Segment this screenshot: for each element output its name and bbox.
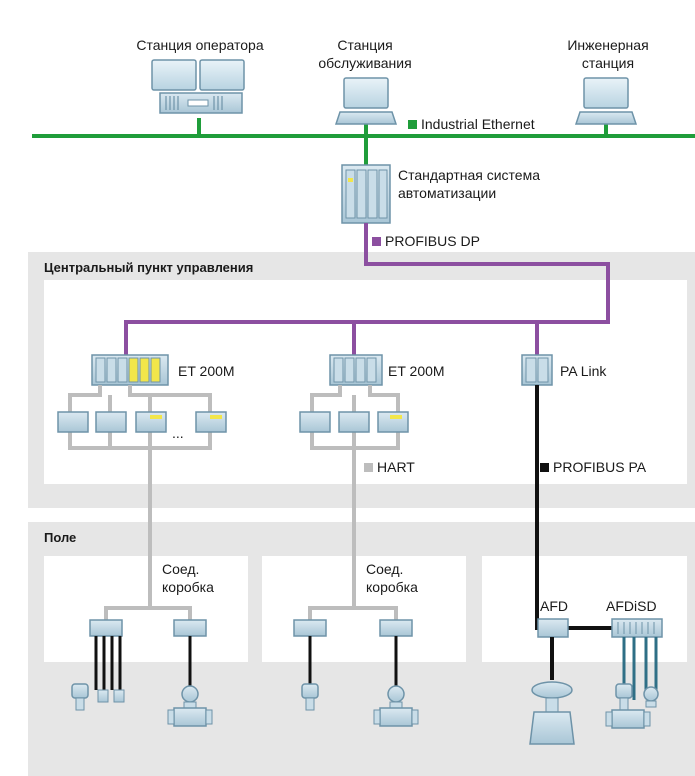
field-devices-panel2 (301, 683, 419, 727)
profibus-pa-label: PROFIBUS PA (553, 459, 647, 475)
io-modules-mid (299, 411, 409, 433)
automation-system-label: Стандартная система автоматизации (398, 166, 540, 202)
junction-box-1-line1: Соед. (162, 561, 200, 577)
field-panel-3 (482, 556, 687, 662)
engineering-station-label-line1: Инженерная (567, 37, 649, 53)
io-ellipsis: ... (172, 425, 184, 441)
pa-link-icon (521, 354, 553, 386)
hart-label: HART (377, 459, 415, 475)
afd-label: AFD (540, 598, 568, 614)
junction-box-label-1: Соед. коробка (162, 560, 214, 596)
ethernet-legend-swatch (408, 120, 417, 129)
operator-station-icon (151, 59, 245, 114)
hart-trunk (104, 448, 398, 620)
engineering-station-label-line2: станция (581, 55, 635, 71)
central-zone-title: Центральный пункт управления (44, 260, 254, 275)
junction-box-2-line1: Соед. (366, 561, 404, 577)
profibus-pa-bus (535, 385, 612, 630)
junction-box-label-2: Соед. коробка (366, 560, 418, 596)
junction-box-1-line2: коробка (162, 579, 214, 595)
industrial-ethernet-legend: Industrial Ethernet (408, 115, 535, 133)
et200m-left-label: ET 200M (178, 363, 235, 379)
profibus-dp-legend-swatch (372, 237, 381, 246)
et200m-mid-icon (329, 354, 383, 386)
field-wiring (94, 636, 658, 700)
io-modules-left (57, 411, 227, 433)
engineering-station-label: Инженерная станция (548, 36, 668, 72)
operator-station-label: Станция оператора (136, 37, 264, 53)
profibus-pa-legend: PROFIBUS PA (540, 458, 646, 476)
afdisd-label: AFDiSD (606, 598, 657, 614)
automation-system-label-line2: автоматизации (398, 185, 497, 201)
industrial-ethernet-label: Industrial Ethernet (421, 116, 535, 132)
service-station-label-line1: Станция (337, 37, 393, 53)
field-zone-title: Поле (44, 530, 77, 545)
hart-legend-swatch (364, 463, 373, 472)
hart-legend: HART (364, 458, 415, 476)
field-devices-panel3 (529, 681, 659, 745)
pa-link-label: PA Link (560, 363, 607, 379)
et200m-left-icon (91, 354, 169, 386)
profibus-dp-legend: PROFIBUS DP (372, 232, 480, 250)
automation-system-label-line1: Стандартная система (398, 167, 540, 183)
profibus-dp-label: PROFIBUS DP (385, 233, 480, 249)
service-station-label: Станция обслуживания (300, 36, 430, 72)
et200m-mid-label: ET 200M (388, 363, 445, 379)
field-devices-panel1 (71, 683, 213, 727)
junction-box-2-line2: коробка (366, 579, 418, 595)
service-station-icon (334, 77, 398, 125)
automation-controller-icon (341, 164, 391, 224)
profibus-dp-bus (124, 223, 610, 355)
profibus-pa-legend-swatch (540, 463, 549, 472)
engineering-station-icon (574, 77, 638, 125)
service-station-label-line2: обслуживания (318, 55, 412, 71)
junction-boxes (89, 618, 663, 638)
